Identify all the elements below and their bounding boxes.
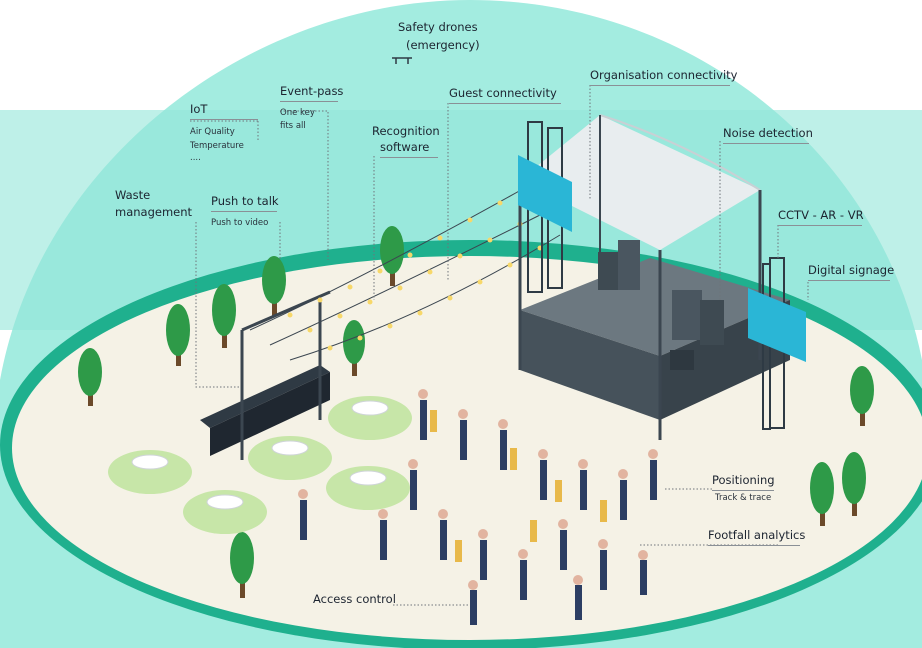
tree-icon bbox=[810, 462, 834, 526]
label-recognition-1: Recognition bbox=[372, 124, 440, 138]
bar-counter bbox=[200, 290, 331, 460]
label-guest-connectivity: Guest connectivity bbox=[449, 86, 561, 104]
label-push-to-talk: Push to talk bbox=[211, 194, 279, 212]
label-track-trace: Track & trace bbox=[715, 493, 772, 503]
tree-icon bbox=[212, 284, 236, 348]
string-lights bbox=[249, 184, 561, 361]
label-cctv-ar-vr: CCTV - AR - VR bbox=[778, 208, 864, 226]
screens bbox=[518, 155, 806, 362]
label-waste-management-1: Waste bbox=[115, 188, 151, 202]
drone-icon bbox=[392, 57, 412, 64]
speaker-icon bbox=[618, 240, 640, 290]
tree-icon bbox=[78, 348, 102, 406]
label-footfall-analytics: Footfall analytics bbox=[708, 528, 805, 546]
speaker-icon bbox=[672, 290, 702, 340]
label-event-pass-sub1: One key bbox=[280, 108, 315, 118]
tables bbox=[131, 400, 389, 510]
label-organisation-connectivity: Organisation connectivity bbox=[590, 68, 737, 86]
tree-icon bbox=[262, 256, 286, 316]
label-access-control: Access control bbox=[313, 592, 396, 606]
label-iot-sub1: Air Quality bbox=[190, 127, 235, 137]
label-push-to-video: Push to video bbox=[211, 218, 269, 228]
speaker-icon bbox=[670, 350, 694, 370]
label-event-pass: Event-pass bbox=[280, 84, 343, 102]
tree-icon bbox=[166, 304, 190, 366]
trees bbox=[78, 226, 874, 598]
tree-icon bbox=[850, 366, 874, 426]
label-event-pass-sub2: fits all bbox=[280, 121, 306, 131]
label-positioning: Positioning bbox=[712, 473, 775, 491]
tree-icon bbox=[842, 452, 866, 516]
label-noise-detection: Noise detection bbox=[723, 126, 813, 144]
label-iot-sub2: Temperature bbox=[190, 141, 244, 151]
label-safety-drones: Safety drones bbox=[398, 20, 478, 34]
label-iot-sub3: .... bbox=[190, 153, 201, 163]
table-areas bbox=[108, 396, 412, 534]
label-iot: IoT bbox=[190, 102, 258, 120]
speaker-icon bbox=[598, 252, 620, 290]
tree-icon bbox=[380, 226, 404, 286]
label-waste-management-2: management bbox=[115, 205, 193, 219]
tree-icon bbox=[343, 320, 365, 376]
speaker-icon bbox=[700, 300, 724, 345]
label-recognition-2: software bbox=[380, 140, 438, 158]
label-digital-signage: Digital signage bbox=[808, 263, 894, 281]
label-safety-drones-sub: (emergency) bbox=[406, 38, 480, 52]
tree-icon bbox=[230, 532, 254, 598]
crowd bbox=[298, 389, 658, 625]
